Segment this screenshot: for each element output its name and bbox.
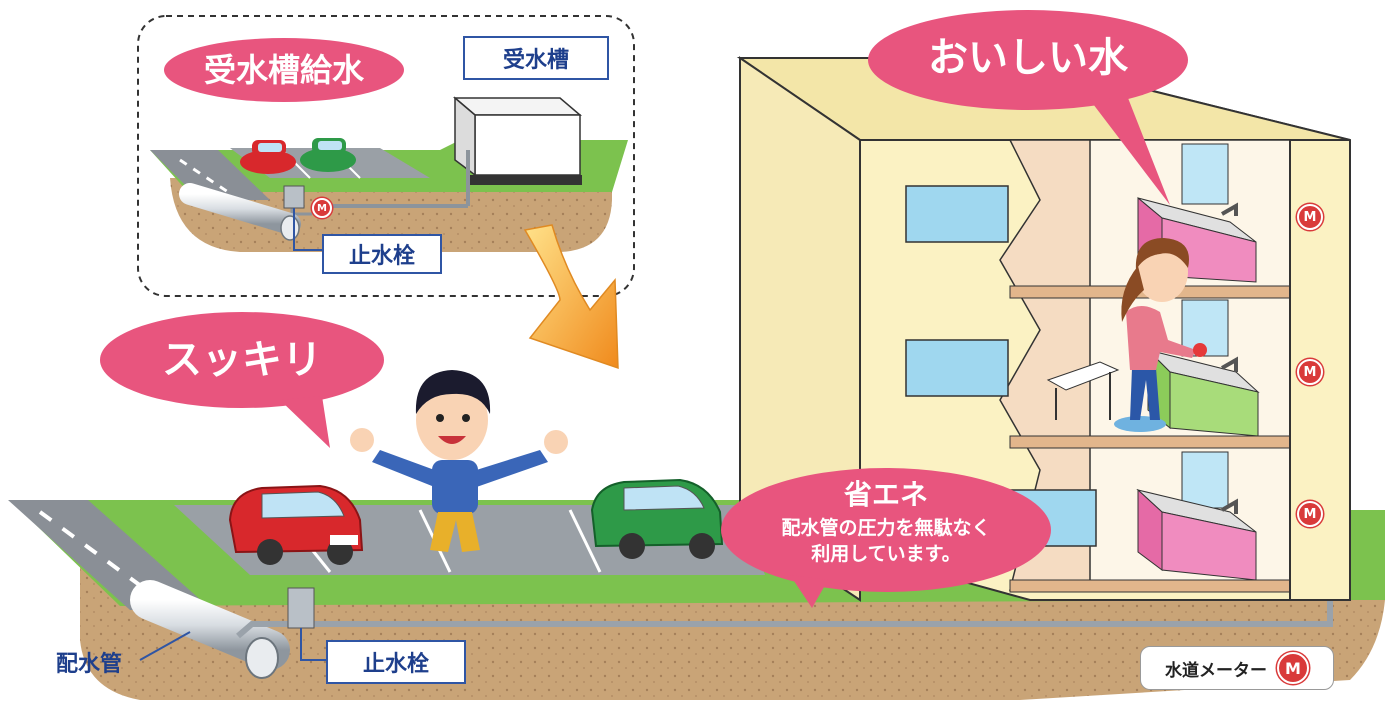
bubble-clear: [100, 312, 384, 448]
girl-character: [1114, 238, 1207, 432]
bubble-inset-title: [164, 38, 404, 102]
valve-label: 止水栓: [326, 640, 466, 684]
inset-scene: [137, 15, 635, 297]
inset-valve-label: 止水栓: [322, 234, 442, 274]
window: [905, 339, 1009, 397]
inset-frame: [137, 15, 635, 297]
meter-icon-top: M: [1297, 204, 1323, 230]
bubble-tasty-text: おいしい水: [928, 35, 1128, 81]
inset-meter-icon: M: [312, 198, 332, 218]
bubble-tasty: [868, 10, 1188, 205]
kitchen-unit-bottom: [1136, 488, 1257, 581]
inset-red-car: [240, 140, 296, 174]
green-car: [590, 478, 724, 559]
road: [8, 500, 212, 610]
bubble-clear-text: スッキリ: [162, 337, 322, 383]
apartment-building: [736, 56, 1351, 602]
bubble-eco-line1: 配水管の圧力を無駄なく: [781, 517, 991, 539]
bubble-eco: [721, 468, 1051, 608]
legend-meter-icon: M: [1277, 652, 1309, 684]
valve-box: [287, 587, 315, 629]
red-car: [228, 484, 364, 565]
meter-icon-mid: M: [1297, 359, 1323, 385]
meter-icon-bottom: M: [1297, 501, 1323, 527]
kitchen-unit-mid: [1146, 348, 1260, 437]
boy-character: [350, 370, 568, 552]
window: [905, 185, 1009, 243]
inset-green-car: [300, 138, 356, 172]
tank-label: 受水槽: [463, 36, 609, 80]
distribution-pipe: [130, 580, 290, 670]
pipe-label: 配水管: [56, 652, 123, 677]
transition-arrow: [523, 224, 619, 370]
inset-valve-box: [283, 185, 305, 209]
bubble-eco-line2: 利用しています。: [811, 543, 961, 565]
legend-text: 水道メーター: [1165, 660, 1267, 681]
inset-title: 受水槽給水: [203, 51, 364, 89]
water-tank: [452, 96, 583, 185]
bubble-eco-title: 省エネ: [843, 478, 928, 511]
kitchen-unit-top: [1137, 196, 1257, 283]
meter-legend: 水道メーター M: [1140, 646, 1334, 690]
